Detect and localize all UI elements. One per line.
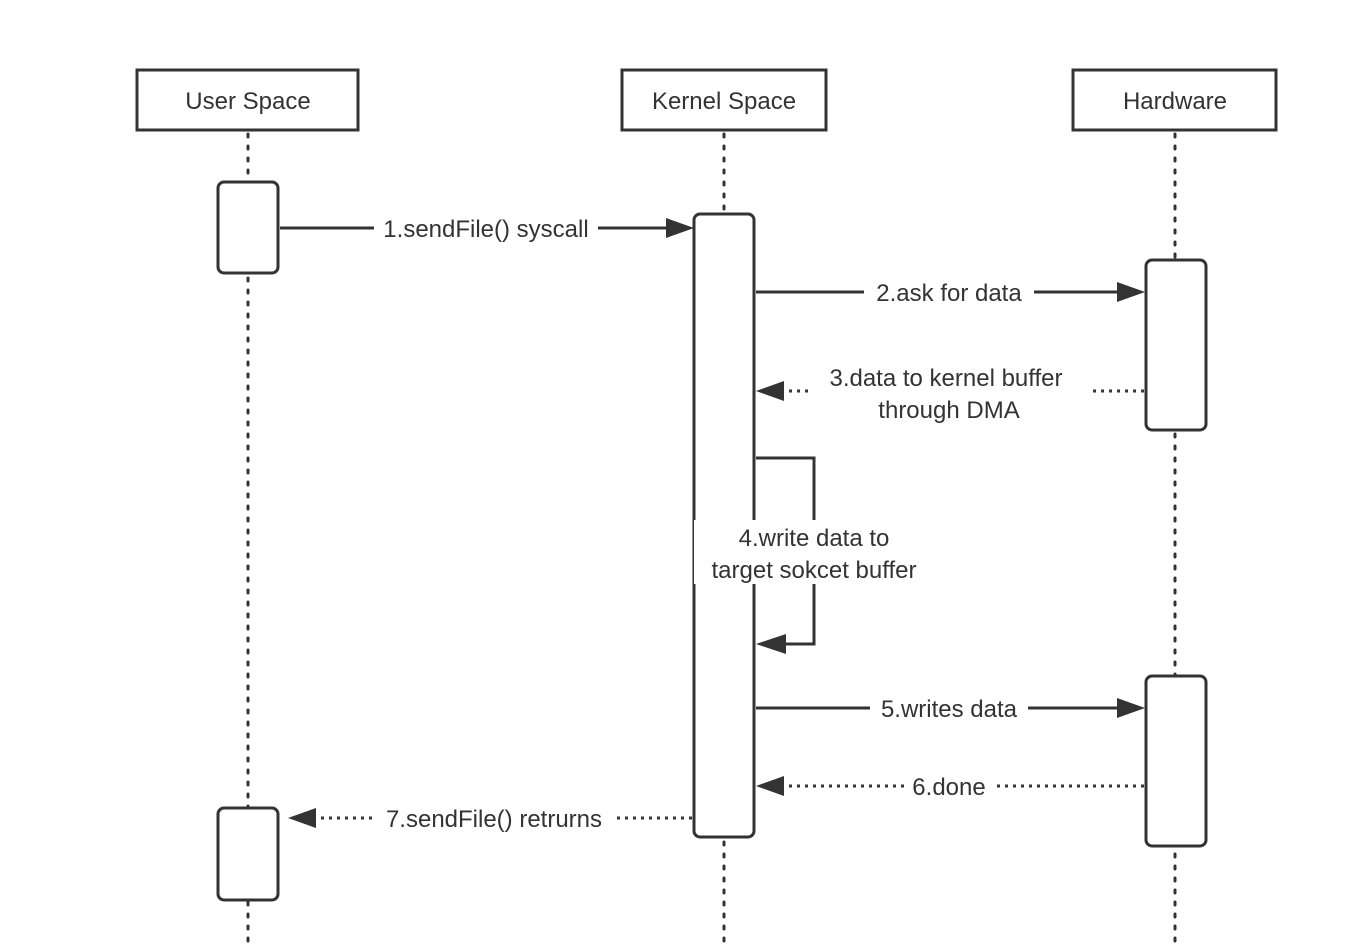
arrowhead-icon [288, 808, 316, 828]
participant-box [135, 68, 360, 132]
activation-hardware-1 [1144, 258, 1208, 432]
message-3: 3.data to kernel buffer through DMA [756, 362, 1144, 426]
arrowhead-icon [756, 634, 786, 654]
message-4: 4.write data to target sokcet buffer [694, 456, 934, 654]
label-background [870, 694, 1028, 722]
activation-user-2 [216, 806, 280, 902]
message-label: 3.data to kernel buffer [829, 365, 1062, 392]
message-6: 6.done [756, 772, 1144, 801]
message-label: 7.sendFile() retrurns [386, 806, 602, 833]
label-background [864, 278, 1034, 306]
message-7: 7.sendFile() retrurns [288, 804, 692, 833]
arrowhead-icon [1117, 698, 1145, 718]
message-label: 5.writes data [881, 696, 1018, 723]
arrowhead-icon [666, 218, 694, 238]
label-background [694, 520, 934, 584]
message-label: 6.done [912, 774, 985, 801]
activation-hardware-2 [1144, 674, 1208, 848]
participant-kernel-space: Kernel Space [620, 68, 828, 132]
participant-label: User Space [185, 88, 310, 115]
label-background [372, 804, 616, 832]
label-background [374, 214, 598, 242]
arrowhead-icon [756, 776, 784, 796]
message-label: 4.write data to [739, 525, 890, 552]
message-2: 2.ask for data [756, 278, 1145, 307]
label-background [906, 772, 992, 800]
participant-user-space: User Space [135, 68, 360, 132]
participant-box [620, 68, 828, 132]
activation-user-1 [216, 180, 280, 275]
message-5: 5.writes data [756, 694, 1145, 723]
participant-label: Hardware [1123, 88, 1227, 115]
message-label: target sokcet buffer [711, 557, 916, 584]
participant-label: Kernel Space [652, 88, 796, 115]
participant-box [1071, 68, 1278, 132]
message-label: 1.sendFile() syscall [383, 216, 588, 243]
arrowhead-icon [1117, 282, 1145, 302]
participant-hardware: Hardware [1071, 68, 1278, 132]
message-label: 2.ask for data [876, 280, 1022, 307]
message-label: through DMA [878, 397, 1019, 424]
message-1: 1.sendFile() syscall [280, 214, 694, 243]
arrowhead-icon [756, 381, 784, 401]
label-background [808, 362, 1090, 426]
